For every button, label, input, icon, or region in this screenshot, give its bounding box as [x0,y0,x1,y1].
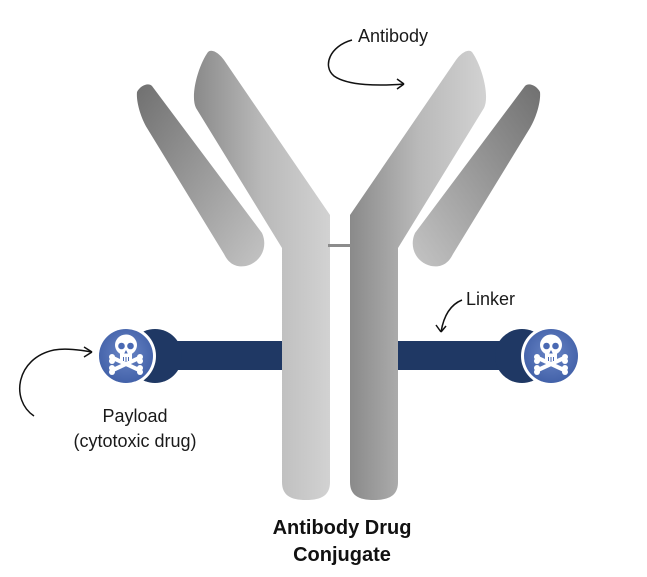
light-chain-left [136,84,265,267]
light-chain-right [412,84,541,267]
hinge-bridge [328,244,352,247]
diagram-title: Antibody Drug Conjugate [220,515,464,569]
linker-label: Linker [466,289,516,309]
antibody-callout-arrow [327,39,405,90]
payload-label: Payload (cytotoxic drug) [36,404,234,454]
payload-label-line1: Payload [102,406,168,426]
payload-left [96,326,156,386]
payload-callout-arrow [19,346,93,417]
payload-right [521,326,581,386]
payload-label-line2: (cytotoxic drug) [73,431,197,451]
title-line1: Antibody Drug [272,517,412,539]
antibody-label: Antibody [358,26,429,46]
heavy-chain-right [350,50,487,501]
linker-callout-arrow [435,299,463,333]
title-line2: Conjugate [293,544,391,566]
heavy-chain-left [193,50,330,501]
